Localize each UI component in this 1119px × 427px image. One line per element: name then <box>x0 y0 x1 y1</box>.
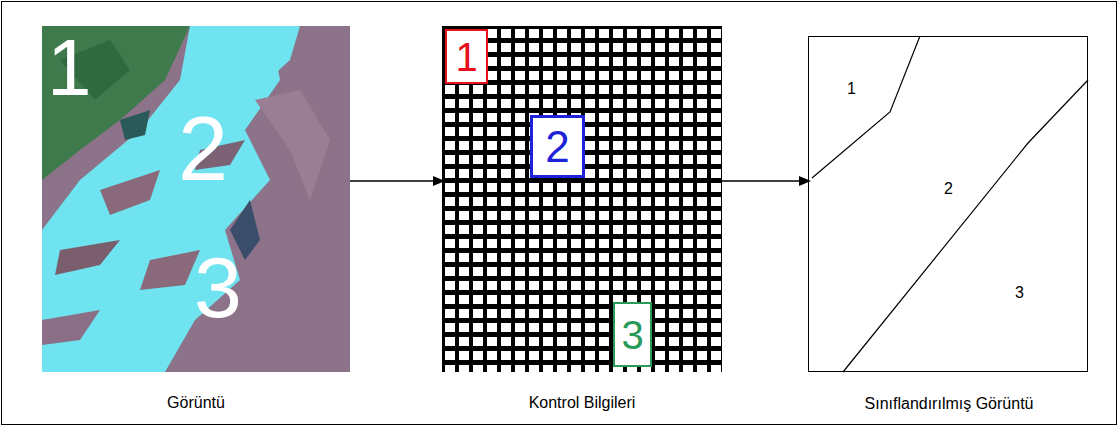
class-number: 1 <box>847 81 856 97</box>
class-number: 2 <box>944 181 953 197</box>
satellite-image <box>42 26 350 372</box>
arrow-line <box>350 180 433 181</box>
class-number: 3 <box>1015 285 1024 301</box>
control-box: 3 <box>613 302 652 367</box>
control-number: 1 <box>455 37 477 77</box>
flow-arrow <box>722 176 811 186</box>
class-number: 1 <box>47 28 92 108</box>
class-boundary <box>812 36 920 178</box>
class-number: 3 <box>194 244 242 330</box>
image-panel: Kontrol Bilgileri123 <box>442 26 722 372</box>
control-number: 3 <box>621 315 643 355</box>
flow-arrow <box>350 176 445 186</box>
class-number: 2 <box>178 104 228 194</box>
image-panel: 123Görüntü <box>42 26 350 372</box>
class-boundary <box>843 80 1088 372</box>
control-box: 2 <box>530 115 585 178</box>
arrow-head <box>799 176 811 186</box>
grid-cells <box>442 26 722 372</box>
arrow-line <box>722 180 799 181</box>
arrow-head <box>433 176 445 186</box>
control-box: 1 <box>445 29 488 84</box>
panel-caption: Görüntü <box>2 394 390 412</box>
image-panel: 123Sınıflandırılmış Görüntü <box>808 36 1088 372</box>
panel-caption: Sınıflandırılmış Görüntü <box>769 395 1119 413</box>
control-number: 2 <box>545 125 569 169</box>
panel-caption: Kontrol Bilgileri <box>402 394 762 412</box>
